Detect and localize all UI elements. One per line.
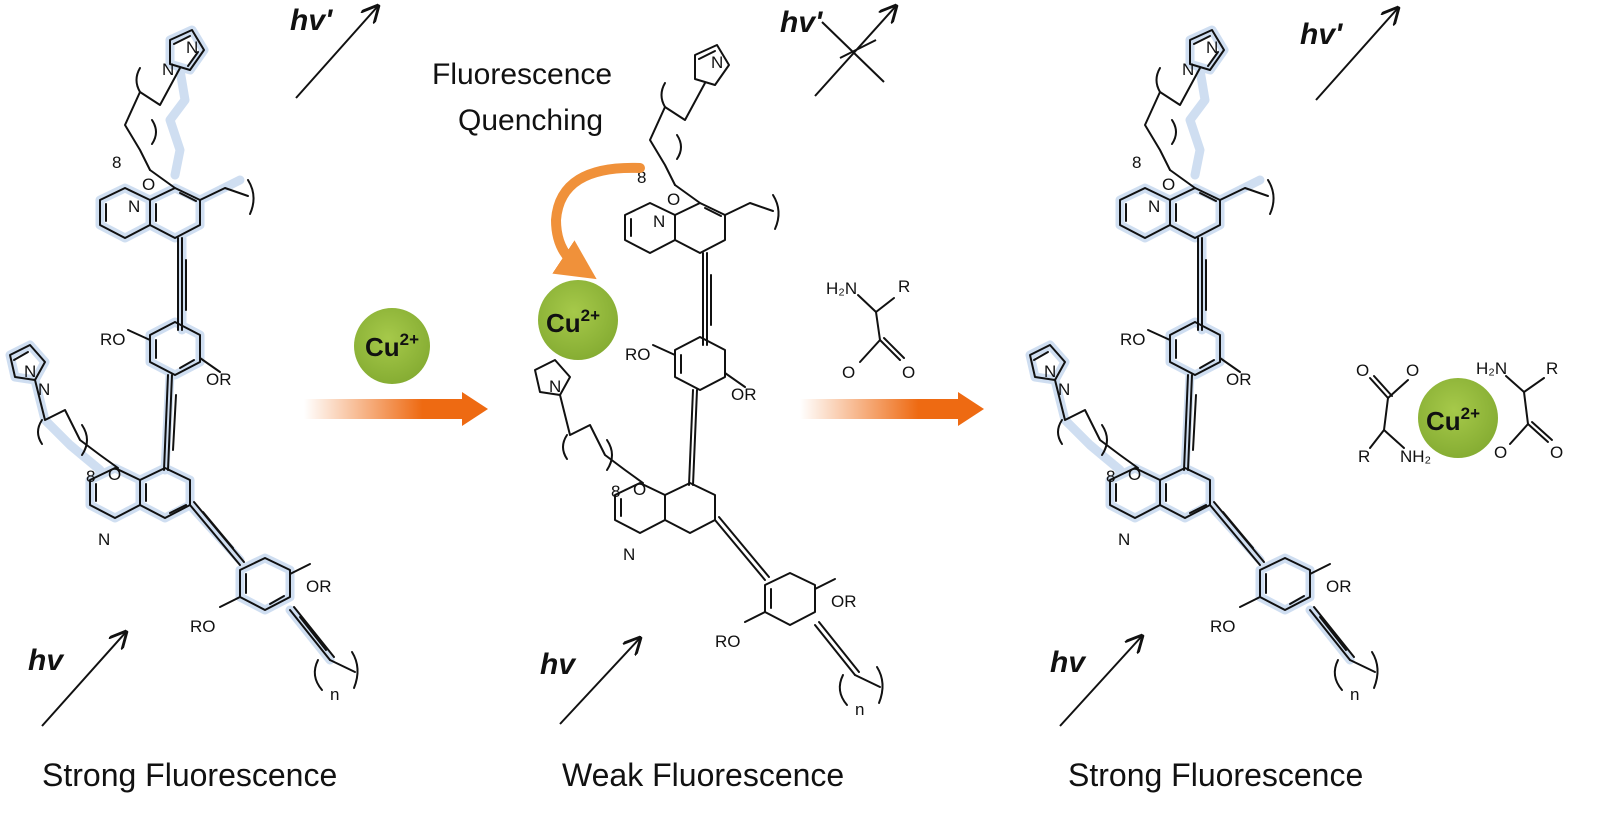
atom-o: O <box>142 175 155 194</box>
quench-label-line2: Quenching <box>458 104 603 137</box>
panel-caption: Weak Fluorescence <box>562 757 844 793</box>
atom-n: N <box>711 53 723 72</box>
substituent-ro: RO <box>1120 330 1146 349</box>
atom-n: N <box>1206 38 1218 57</box>
substituent-ro: RO <box>1210 617 1236 636</box>
amine-group: NH₂ <box>1400 447 1431 466</box>
atom-n: N <box>1148 197 1160 216</box>
panel-caption: Strong Fluorescence <box>1068 757 1363 793</box>
bound-copper-ion-label: Cu2+ <box>546 306 600 338</box>
atom-o: O <box>902 363 915 382</box>
atom-o: O <box>1494 443 1507 462</box>
reaction-step-add-copper: Cu2+ <box>304 308 488 426</box>
chain-length: 8 <box>637 168 646 187</box>
excitation-arrow <box>559 638 640 725</box>
emission-label: hv' <box>780 6 823 39</box>
emission-label: hv' <box>290 4 333 37</box>
chain-length: 8 <box>1132 153 1141 172</box>
side-chain-r: R <box>898 277 910 296</box>
chain-length: 8 <box>611 482 620 501</box>
chain-length: 8 <box>1106 467 1115 486</box>
amine-group: H₂N <box>826 279 857 298</box>
atom-n: N <box>1044 362 1056 381</box>
panel-3: N N 8 O N RO OR N N 8 O N OR RO n hv hv'… <box>1030 8 1398 793</box>
blocked-emission-mark <box>839 39 877 59</box>
amine-group: H₂N <box>1476 359 1507 378</box>
atom-n: N <box>1118 530 1130 549</box>
copper-amino-acid-complex: O O R NH₂ Cu2+ H₂N R O O <box>1356 359 1563 466</box>
atom-o: O <box>1550 443 1563 462</box>
substituent-or: OR <box>731 385 757 404</box>
substituent-ro: RO <box>190 617 216 636</box>
atom-n: N <box>1182 60 1194 79</box>
panel-2: N 8 O N RO OR N 8 O N OR RO n Fluorescen… <box>432 6 896 793</box>
chain-length: 8 <box>86 467 95 486</box>
substituent-ro: RO <box>715 632 741 651</box>
repeat-n: n <box>1350 685 1359 704</box>
substituent-or: OR <box>831 592 857 611</box>
quench-label-line1: Fluorescence <box>432 58 612 91</box>
substituent-or: OR <box>1226 370 1252 389</box>
atom-n: N <box>549 377 561 396</box>
atom-o: O <box>667 190 680 209</box>
bound-copper-ion <box>538 280 618 360</box>
side-chain-r: R <box>1546 359 1558 378</box>
reaction-step-add-amino-acid: H₂N R O O <box>800 277 984 426</box>
reaction-arrow-shaft <box>304 399 462 419</box>
excitation-arrow <box>1059 636 1142 727</box>
atom-o: O <box>633 480 646 499</box>
complexed-copper-ion-label: Cu2+ <box>1426 404 1480 436</box>
atom-n: N <box>98 530 110 549</box>
atom-o: O <box>1162 175 1175 194</box>
quench-arrow <box>550 162 645 280</box>
substituent-ro: RO <box>625 345 651 364</box>
atom-n: N <box>653 212 665 231</box>
side-chain-r: R <box>1358 447 1370 466</box>
atom-n: N <box>623 545 635 564</box>
atom-n: N <box>128 197 140 216</box>
substituent-or: OR <box>306 577 332 596</box>
reaction-arrow-shaft <box>800 399 958 419</box>
atom-n: N <box>162 60 174 79</box>
panel-caption: Strong Fluorescence <box>42 757 337 793</box>
atom-n: N <box>186 38 198 57</box>
reaction-arrow-head <box>462 392 488 426</box>
atom-n: N <box>1058 380 1070 399</box>
excitation-label: hv <box>28 644 65 677</box>
repeat-n: n <box>330 685 339 704</box>
copper-ion-label: Cu2+ <box>365 330 419 362</box>
atom-o: O <box>108 465 121 484</box>
emission-arrow <box>295 6 378 99</box>
substituent-or: OR <box>206 370 232 389</box>
complexed-copper-ion <box>1418 378 1498 458</box>
atom-o: O <box>1406 361 1419 380</box>
atom-o: O <box>842 363 855 382</box>
atom-o: O <box>1356 361 1369 380</box>
substituent-ro: RO <box>100 330 126 349</box>
atom-o: O <box>1128 465 1141 484</box>
repeat-n: n <box>855 700 864 719</box>
chain-length: 8 <box>112 153 121 172</box>
substituent-or: OR <box>1326 577 1352 596</box>
excitation-label: hv <box>540 648 577 681</box>
amino-acid-structure: H₂N R O O <box>826 277 915 382</box>
emission-arrow <box>1315 8 1398 101</box>
emission-label: hv' <box>1300 18 1343 51</box>
excitation-label: hv <box>1050 646 1087 679</box>
atom-n: N <box>24 362 36 381</box>
atom-n: N <box>38 380 50 399</box>
excitation-arrow <box>41 632 126 727</box>
panel-1: N N 8 O N RO OR N N 8 O N OR RO n hv hv'… <box>10 4 378 793</box>
reaction-arrow-head <box>958 392 984 426</box>
copper-ion <box>354 308 430 384</box>
